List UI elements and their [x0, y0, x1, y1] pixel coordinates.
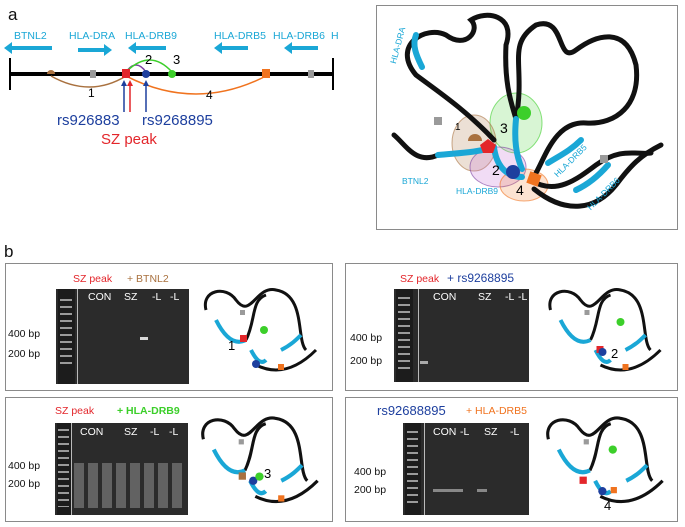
gel2-image — [394, 289, 529, 382]
model-anchor-brown — [468, 134, 482, 141]
loop-1-arc — [50, 75, 127, 88]
gel1-bp-200: 200 bp — [8, 348, 41, 360]
gel1-image — [56, 289, 189, 384]
gel2-title-target: + rs9268895 — [447, 271, 515, 285]
sz-peak-label: SZ peak — [101, 131, 157, 148]
marker-gray — [90, 70, 96, 78]
gel4-title-target: + HLA-DRB5 — [466, 405, 527, 417]
gel1-model-thumbnail — [203, 288, 318, 372]
model-marker-gray — [600, 155, 608, 163]
anchor-red — [122, 69, 130, 78]
gel4-model-thumbnail — [546, 416, 664, 504]
gel2-col-l2: -L — [518, 291, 528, 303]
gel4-image — [403, 423, 529, 515]
gel3-model-thumbnail — [201, 416, 319, 504]
gel3-col-l2: -L — [169, 426, 179, 438]
gene-arrow-hla-drb5 — [214, 42, 248, 54]
gene-label-h: H — [331, 30, 339, 42]
gel1-col-sz: SZ — [124, 291, 138, 303]
gel1-bp-400: 400 bp — [8, 328, 41, 340]
marker-gray — [308, 70, 314, 78]
gene-arrow-hla-dra — [78, 44, 112, 56]
model-label-btnl2: BTNL2 — [402, 176, 429, 186]
gene-label-btnl2: BTNL2 — [14, 30, 47, 42]
loop-label-4: 4 — [206, 88, 213, 102]
model-marker-gray — [434, 117, 442, 125]
gene-arrow-hla-drb9 — [128, 42, 166, 54]
arrowhead-snp-left — [121, 80, 127, 86]
arrowhead-peak — [127, 80, 133, 86]
model-loop-label-1: 1 — [455, 122, 461, 133]
gel3-col-l1: -L — [150, 426, 160, 438]
gel2-col-sz: SZ — [478, 291, 492, 303]
panel-b-letter: b — [4, 242, 14, 261]
gel2-col-l1: -L — [505, 291, 515, 303]
chromatin-model-diagram — [391, 12, 664, 209]
gel4-col-con: CON — [433, 426, 457, 438]
gel4-title-snp: rs92688895 — [377, 403, 446, 418]
gel3-bp-400: 400 bp — [8, 460, 41, 472]
gene-arrow-btnl2 — [4, 42, 52, 54]
loop-4-arc — [125, 75, 267, 95]
snp-label-right: rs9268895 — [142, 112, 213, 129]
gel3-title-target: + HLA-DRB9 — [117, 405, 180, 417]
anchor-green — [168, 70, 176, 78]
model-label-hla-drb9: HLA-DRB9 — [456, 186, 499, 196]
gel4-bp-400: 400 bp — [354, 466, 387, 478]
loop-3-arc — [125, 59, 173, 73]
gel1-col-l2: -L — [170, 291, 180, 303]
gel2-bp-200: 200 bp — [350, 355, 383, 367]
loop-label-1: 1 — [88, 86, 95, 100]
gene-label-hla-dra: HLA-DRA — [69, 30, 116, 42]
gel3-loop-number: 3 — [264, 466, 272, 481]
gel4-col-l1: -L — [460, 426, 470, 438]
gel1-col-con: CON — [88, 291, 112, 303]
gel2-bp-400: 400 bp — [350, 332, 383, 344]
model-loop-label-4: 4 — [516, 182, 524, 198]
model-anchor-navy — [506, 165, 520, 179]
gene-label-hla-drb9: HLA-DRB9 — [125, 30, 177, 42]
model-loop-label-3: 3 — [500, 120, 508, 136]
loop-label-3: 3 — [173, 52, 181, 67]
gel4-loop-number: 4 — [604, 498, 612, 513]
gene-label-hla-drb5: HLA-DRB5 — [214, 30, 266, 42]
snp-label-left: rs926883 — [57, 112, 120, 129]
model-anchor-green — [517, 106, 531, 120]
gel4-bp-200: 200 bp — [354, 484, 387, 496]
anchor-brown — [47, 70, 55, 74]
gel4-col-sz: SZ — [484, 426, 498, 438]
anchor-navy — [142, 70, 150, 78]
gel3-col-sz: SZ — [124, 426, 138, 438]
model-anchor-orange — [526, 171, 542, 187]
gel3-col-con: CON — [80, 426, 104, 438]
locus-map-diagram — [4, 42, 334, 112]
gel2-model-thumbnail — [548, 288, 662, 372]
gel1-col-l1: -L — [152, 291, 162, 303]
arrowhead-snp-right — [143, 80, 149, 86]
loop-label-2: 2 — [145, 52, 153, 67]
panel-a-letter: a — [8, 5, 18, 24]
model-anchor-red — [480, 139, 496, 153]
gene-arrow-hla-drb6 — [284, 42, 318, 54]
gel1-loop-number: 1 — [228, 338, 236, 353]
gel2-loop-number: 2 — [611, 346, 619, 361]
gel3-bp-200: 200 bp — [8, 478, 41, 490]
gel1-title-target: + BTNL2 — [127, 273, 169, 285]
gel3-title-peak: SZ peak — [55, 405, 95, 417]
anchor-orange — [262, 69, 270, 78]
gel4-col-l2: -L — [510, 426, 520, 438]
gel1-title-peak: SZ peak — [73, 273, 113, 285]
gel2-col-con: CON — [433, 291, 457, 303]
gel2-title-peak: SZ peak — [400, 273, 440, 285]
model-loop-label-2: 2 — [492, 162, 500, 178]
gene-label-hla-drb6: HLA-DRB6 — [273, 30, 325, 42]
gel3-image — [55, 423, 188, 515]
